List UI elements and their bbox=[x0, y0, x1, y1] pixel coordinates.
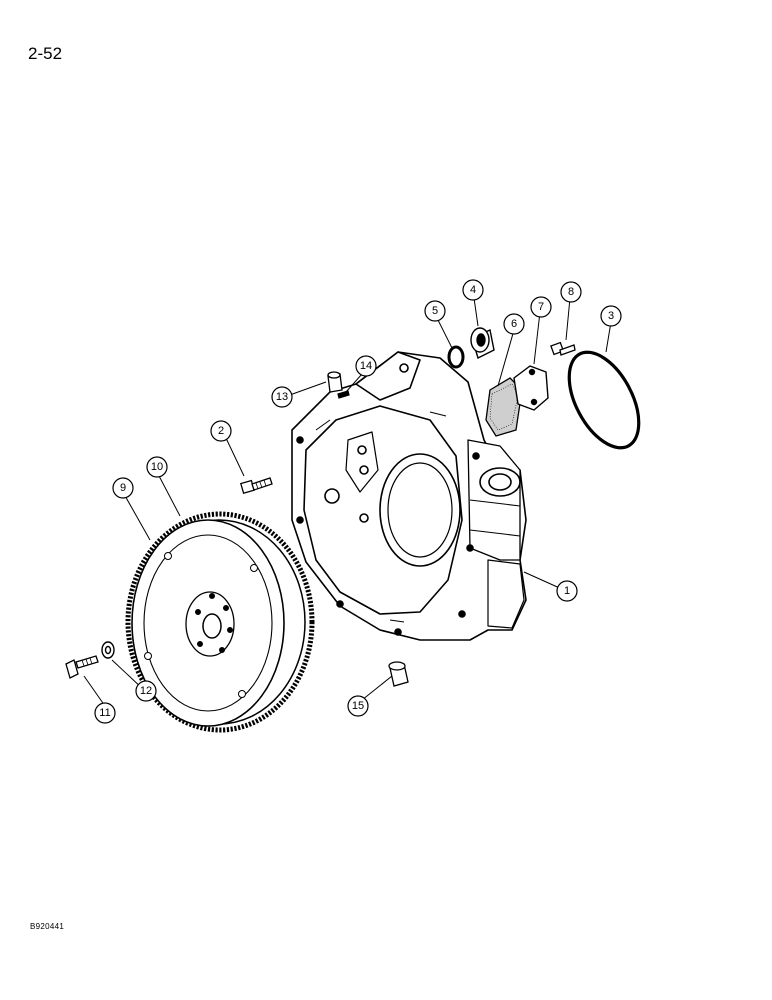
callout-9-label: 9 bbox=[120, 482, 126, 494]
callout-8: 8 bbox=[560, 281, 582, 303]
callout-13: 13 bbox=[271, 386, 293, 408]
callout-6: 6 bbox=[503, 313, 525, 335]
flywheel-assembly bbox=[125, 511, 315, 733]
flywheel-bolt bbox=[65, 655, 99, 679]
callout-7: 7 bbox=[530, 296, 552, 318]
flywheel-housing bbox=[291, 351, 527, 641]
callout-3-label: 3 bbox=[608, 310, 614, 322]
callout-3: 3 bbox=[600, 305, 622, 327]
callout-2: 2 bbox=[210, 420, 232, 442]
callout-11: 11 bbox=[94, 702, 116, 724]
flywheel-washer bbox=[101, 641, 115, 659]
callout-10: 10 bbox=[146, 456, 168, 478]
pipe-plug-bottom bbox=[388, 661, 409, 687]
callout-5: 5 bbox=[424, 300, 446, 322]
housing-cap-screw bbox=[240, 477, 273, 494]
callout-1-label: 1 bbox=[564, 585, 570, 597]
callout-7-label: 7 bbox=[538, 301, 544, 313]
spring-pin bbox=[337, 390, 350, 399]
callout-6-label: 6 bbox=[511, 318, 517, 330]
callout-15: 15 bbox=[347, 695, 369, 717]
callout-10-label: 10 bbox=[151, 461, 163, 473]
figure-code: B920441 bbox=[30, 922, 65, 931]
callout-12-label: 12 bbox=[140, 685, 152, 697]
callout-8-label: 8 bbox=[568, 286, 574, 298]
callout-13-label: 13 bbox=[276, 391, 288, 403]
callout-4-label: 4 bbox=[470, 284, 476, 296]
page-number: 2-52 bbox=[28, 44, 63, 63]
callout-5-label: 5 bbox=[432, 305, 438, 317]
callouts: 1 2 3 4 5 6 7 8 9 10 11 12 13 14 15 bbox=[94, 279, 622, 724]
callout-11-label: 11 bbox=[99, 707, 110, 719]
callout-14: 14 bbox=[355, 355, 377, 377]
callout-12: 12 bbox=[135, 680, 157, 702]
cover-cap-screw bbox=[550, 341, 576, 356]
callout-15-label: 15 bbox=[352, 700, 364, 712]
callout-9: 9 bbox=[112, 477, 134, 499]
callout-2-label: 2 bbox=[218, 425, 224, 437]
o-ring bbox=[567, 350, 641, 450]
cover-plate bbox=[513, 365, 549, 411]
seal-sleeve bbox=[470, 327, 495, 359]
leader-lines bbox=[83, 297, 612, 707]
cover-gasket bbox=[485, 377, 523, 437]
callout-14-label: 14 bbox=[360, 360, 372, 372]
pipe-plug-top bbox=[327, 371, 343, 393]
seal-ring bbox=[447, 345, 465, 369]
callout-1: 1 bbox=[556, 580, 578, 602]
callout-4: 4 bbox=[462, 279, 484, 301]
